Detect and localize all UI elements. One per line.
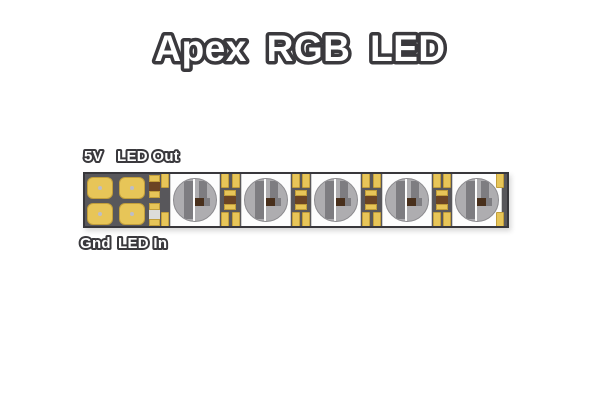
pin-label-led-in: LED In bbox=[116, 233, 169, 254]
page-title-text: Apex RGB LED bbox=[154, 28, 445, 69]
led-lens bbox=[314, 178, 358, 222]
rgb-led bbox=[161, 172, 229, 228]
capacitor-terminal bbox=[294, 204, 307, 210]
inter-led-capacitor bbox=[294, 190, 307, 210]
resistor-body bbox=[149, 182, 160, 191]
pin-label-5v-text: 5V bbox=[84, 148, 103, 165]
led-lens-bar-top bbox=[340, 181, 348, 198]
rgb-led bbox=[443, 172, 504, 228]
led-corner-pad bbox=[231, 212, 240, 227]
capacitor-terminal bbox=[435, 204, 448, 210]
capacitor-body bbox=[149, 210, 160, 219]
rgb-led bbox=[231, 172, 300, 228]
inter-led-capacitor bbox=[365, 190, 378, 210]
led-lens-channel bbox=[193, 179, 195, 221]
capacitor-terminal bbox=[435, 190, 448, 196]
solder-pad-led-out bbox=[119, 177, 145, 199]
pin-label-5v: 5V bbox=[82, 146, 105, 167]
input-resistor bbox=[149, 175, 160, 198]
led-lens bbox=[455, 178, 499, 222]
pin-label-led-in-text: LED In bbox=[118, 235, 167, 252]
led-corner-pad bbox=[302, 212, 310, 227]
led-lens-bar-top bbox=[269, 181, 278, 198]
led-corner-pad bbox=[432, 173, 441, 188]
led-lens-channel bbox=[263, 179, 266, 221]
led-lens-bar-left bbox=[466, 181, 475, 219]
led-row bbox=[83, 172, 509, 228]
led-corner-pad bbox=[496, 173, 504, 188]
led-corner-pad bbox=[443, 212, 451, 227]
led-lens-channel bbox=[475, 179, 477, 221]
page-title: Apex RGB LED bbox=[151, 25, 449, 73]
led-lens-bar-left bbox=[325, 181, 334, 219]
rgb-led bbox=[372, 172, 441, 228]
capacitor-terminal bbox=[149, 203, 160, 210]
inter-led-capacitor bbox=[435, 190, 448, 210]
capacitor-terminal bbox=[224, 204, 237, 210]
led-lens bbox=[384, 178, 429, 222]
led-corner-pad bbox=[161, 173, 169, 188]
input-capacitor bbox=[149, 203, 160, 226]
led-lens-bar-top bbox=[199, 181, 207, 198]
led-lens bbox=[173, 178, 217, 222]
led-die bbox=[406, 198, 416, 206]
led-corner-pad bbox=[161, 212, 169, 227]
led-lens-bar-top bbox=[410, 181, 419, 198]
led-corner-pad bbox=[362, 212, 370, 227]
capacitor-terminal bbox=[149, 219, 160, 226]
capacitor-body bbox=[224, 196, 237, 204]
led-strip-pcb bbox=[83, 172, 509, 228]
capacitor-terminal bbox=[294, 190, 307, 196]
led-corner-pad bbox=[221, 173, 229, 188]
led-corner-pad bbox=[221, 212, 229, 227]
led-corner-pad bbox=[372, 212, 381, 227]
solder-pad-5v bbox=[87, 177, 113, 199]
led-die bbox=[477, 198, 486, 206]
led-lens-bar-left bbox=[184, 181, 193, 219]
led-die bbox=[336, 198, 345, 206]
pin-label-gnd: Gnd bbox=[78, 233, 113, 254]
resistor-terminal bbox=[149, 191, 160, 198]
led-lens-bar-left bbox=[254, 181, 264, 219]
inter-led-capacitor bbox=[224, 190, 237, 210]
capacitor-terminal bbox=[224, 190, 237, 196]
led-corner-pad bbox=[291, 212, 300, 227]
led-corner-pad bbox=[496, 212, 504, 227]
capacitor-terminal bbox=[365, 204, 378, 210]
pin-label-led-out-text: LED Out bbox=[117, 148, 179, 165]
capacitor-terminal bbox=[365, 190, 378, 196]
capacitor-body bbox=[435, 196, 448, 204]
solder-pad-led-in bbox=[119, 203, 145, 225]
led-lens-channel bbox=[404, 179, 407, 221]
led-lens-bar-left bbox=[395, 181, 405, 219]
led-corner-pad bbox=[362, 173, 370, 188]
capacitor-body bbox=[365, 196, 378, 204]
led-corner-pad bbox=[291, 173, 300, 188]
led-corner-pad bbox=[302, 173, 310, 188]
led-corner-pad bbox=[372, 173, 381, 188]
pin-label-led-out: LED Out bbox=[115, 146, 181, 167]
led-lens bbox=[243, 178, 288, 222]
led-corner-pad bbox=[443, 173, 451, 188]
led-lens-channel bbox=[334, 179, 336, 221]
led-lens-bar-top bbox=[481, 181, 489, 198]
led-corner-pad bbox=[432, 212, 441, 227]
pin-label-gnd-text: Gnd bbox=[80, 235, 111, 252]
capacitor-body bbox=[294, 196, 307, 204]
solder-pad-gnd bbox=[87, 203, 113, 225]
led-die bbox=[195, 198, 204, 206]
resistor-terminal bbox=[149, 175, 160, 182]
led-die bbox=[265, 198, 275, 206]
led-corner-pad bbox=[231, 173, 240, 188]
rgb-led bbox=[302, 172, 370, 228]
